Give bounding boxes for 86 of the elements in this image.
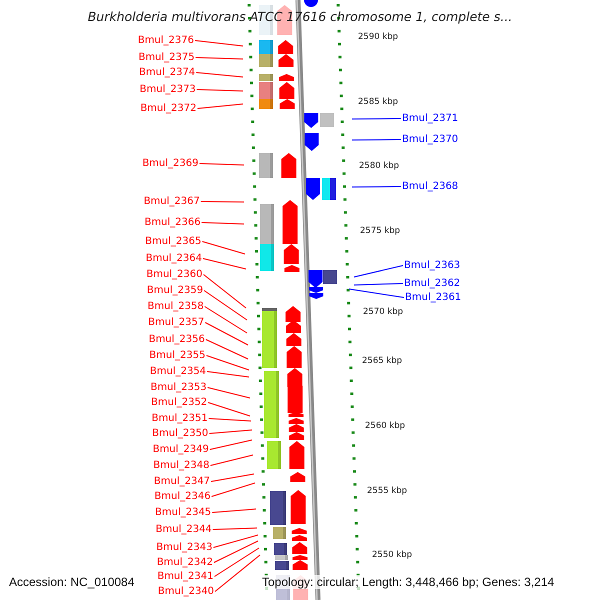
leader-line	[202, 258, 246, 270]
scale-label: 2550 kbp	[372, 550, 412, 560]
gene-label: Bmul_2341	[157, 570, 214, 582]
gene-label: Bmul_2359	[146, 284, 204, 296]
gene-label: Bmul_2368	[402, 180, 458, 192]
leader-line	[212, 534, 258, 548]
leader-line	[206, 371, 250, 378]
leader-line	[213, 540, 258, 563]
leader-line	[204, 322, 248, 346]
leader-line	[352, 118, 402, 120]
gene-label: Bmul_2376	[138, 34, 194, 46]
leader-line	[206, 355, 250, 370]
gene-label: Bmul_2375	[138, 52, 195, 64]
leader-line	[208, 430, 252, 434]
gene-label: Bmul_2373	[140, 84, 196, 96]
gene-label: Bmul_2362	[404, 278, 460, 290]
footer-text: Accession: NC_010084	[9, 575, 134, 589]
gene-label: Bmul_2353	[150, 382, 207, 394]
leader-line	[202, 241, 246, 254]
leader-line	[214, 554, 260, 592]
gene-label: Bmul_2372	[140, 102, 196, 114]
gene-label: Bmul_2361	[405, 292, 462, 304]
chart-title: Burkholderia multivorans ATCC 17616 chromosome 1, complete s...	[86, 9, 514, 24]
gene-label: Bmul_2345	[155, 506, 212, 518]
leader-line	[354, 265, 404, 278]
gene-label: Bmul_2355	[149, 350, 206, 362]
gene-label: Bmul_2363	[404, 260, 460, 272]
leader-line	[207, 387, 250, 398]
gene-label: Bmul_2356	[148, 334, 205, 346]
leader-line	[211, 482, 256, 497]
leader-line	[212, 528, 258, 530]
scale-label: 2570 kbp	[363, 307, 404, 317]
gene-label: Bmul_2344	[156, 524, 212, 536]
gene-label: Bmul_2369	[142, 158, 198, 170]
leader-line	[200, 201, 244, 202]
leader-line	[195, 57, 244, 60]
leader-line	[352, 186, 402, 188]
gene-label: Bmul_2351	[152, 412, 208, 424]
gene-label: Bmul_2374	[139, 66, 196, 78]
gene-label: Bmul_2346	[154, 490, 211, 502]
leader-line	[196, 89, 244, 92]
gene-label: Bmul_2358	[148, 300, 204, 312]
leader-line	[205, 339, 248, 360]
leader-line	[210, 474, 254, 482]
leader-line	[198, 163, 244, 166]
gene-label: Bmul_2367	[144, 196, 200, 208]
scale-label: 2580 kbp	[359, 161, 400, 171]
leader-line	[214, 548, 260, 577]
gene-label: Bmul_2343	[156, 542, 212, 554]
leader-line	[348, 288, 404, 298]
gene-label: Bmul_2360	[146, 268, 203, 280]
gene-label: Bmul_2366	[144, 216, 201, 228]
leader-line	[209, 440, 252, 450]
leader-line	[201, 222, 244, 224]
leader-line	[204, 306, 248, 334]
leader-line	[208, 418, 252, 422]
gene-label: Bmul_2349	[152, 444, 209, 456]
leader-line	[354, 283, 404, 286]
scale-label: 2575 kbp	[360, 226, 400, 236]
leader-line	[212, 508, 256, 513]
scale-label: 2560 kbp	[365, 421, 406, 431]
scale-label: 2565 kbp	[362, 356, 402, 366]
gene-label: Bmul_2365	[145, 236, 202, 248]
leader-line	[352, 139, 402, 140]
scale-label: 2555 kbp	[367, 486, 408, 496]
gene-label: Bmul_2364	[146, 252, 202, 264]
leader-line	[208, 402, 250, 416]
gene-label: Bmul_2371	[402, 112, 458, 124]
scale-label: 2585 kbp	[358, 97, 398, 107]
gene-label: Bmul_2352	[151, 396, 208, 408]
gene-label: Bmul_2350	[152, 428, 208, 440]
scale-label: 2590 kbp	[358, 32, 398, 42]
gene-label: Bmul_2342	[156, 556, 213, 568]
leader-line	[194, 40, 244, 46]
gene-label: Bmul_2354	[150, 366, 206, 378]
footer-text: Topology: circular; Length: 3,448,466 bp; Genes: 3,214	[262, 575, 554, 589]
gene-label: Bmul_2347	[154, 476, 210, 488]
leader-line	[196, 104, 244, 109]
leader-line	[204, 290, 248, 320]
gene-label: Bmul_2357	[148, 316, 204, 328]
leader-line	[210, 454, 254, 466]
leader-line	[203, 274, 246, 308]
gene-label: Bmul_2348	[153, 460, 210, 472]
gene-label: Bmul_2340	[158, 586, 214, 598]
gene-label: Bmul_2370	[402, 134, 458, 146]
leader-line	[196, 72, 244, 78]
